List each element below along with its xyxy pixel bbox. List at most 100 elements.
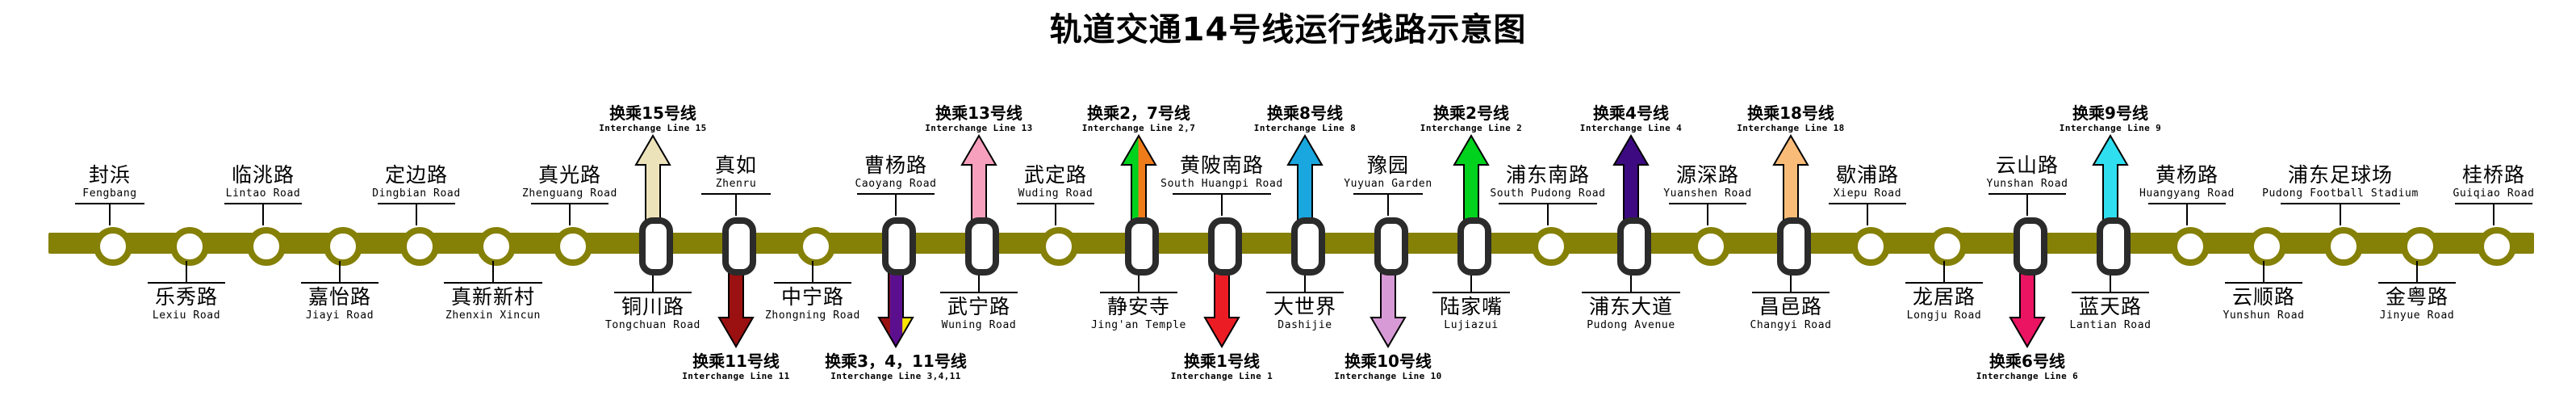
interchange-station-marker[interactable] <box>639 217 673 276</box>
station-leader-line <box>1470 271 1472 292</box>
station-name-en: Dingbian Road <box>372 187 461 200</box>
interchange-note-en: Interchange Line 8 <box>1253 123 1357 134</box>
station-marker[interactable] <box>797 227 835 266</box>
interchange-station-marker[interactable] <box>2014 217 2047 276</box>
interchange-station-marker[interactable] <box>882 217 916 276</box>
station-name-en: Changyi Road <box>1750 319 1832 332</box>
interchange-note-cn: 换乘4号线 <box>1593 103 1669 124</box>
station-marker[interactable] <box>400 227 439 266</box>
station-name-en: Lintao Road <box>225 187 301 200</box>
interchange-station-marker[interactable] <box>2097 217 2131 276</box>
interchange-station-marker[interactable] <box>1125 217 1159 276</box>
interchange-note-cn: 换乘15号线 <box>609 103 696 124</box>
interchange-note-en: Interchange Line 6 <box>1976 371 2079 381</box>
station-name-en: Lujiazui <box>1444 319 1499 332</box>
station-name-en: Xiepu Road <box>1833 187 1902 200</box>
station-name-rule <box>614 292 692 293</box>
station-marker[interactable] <box>170 227 209 266</box>
station-marker[interactable] <box>554 227 592 266</box>
station-name-cn: 乐秀路 <box>154 285 218 309</box>
station-leader-line <box>1387 195 1389 216</box>
station-leader-line <box>812 261 813 282</box>
station-name-rule <box>1173 193 1271 195</box>
interchange-note-cn: 换乘13号线 <box>935 103 1022 124</box>
interchange-station-marker[interactable] <box>1291 217 1325 276</box>
interchange-station-marker[interactable] <box>1374 217 1408 276</box>
station-leader-line <box>262 204 264 225</box>
station-name-cn: 昌邑路 <box>1758 295 1822 318</box>
station-name-cn: 龙居路 <box>1912 285 1976 309</box>
station-name-en: Huangyang Road <box>2139 187 2235 200</box>
station-name-cn: 云山路 <box>1995 154 2059 178</box>
station-leader-line <box>1547 204 1549 225</box>
station-marker[interactable] <box>2478 227 2516 266</box>
interchange-station-marker[interactable] <box>1777 217 1811 276</box>
station-marker[interactable] <box>1039 227 1078 266</box>
station-leader-line <box>2416 261 2418 282</box>
station-marker[interactable] <box>247 227 286 266</box>
interchange-station-marker[interactable] <box>1617 217 1651 276</box>
interchange-station-marker[interactable] <box>1457 217 1491 276</box>
station-marker[interactable] <box>1851 227 1890 266</box>
station-name-en: Wuning Road <box>941 319 1017 332</box>
station-leader-line <box>2026 195 2028 216</box>
station-name-cn: 曹杨路 <box>864 154 927 178</box>
station-marker[interactable] <box>1532 227 1570 266</box>
station-marker[interactable] <box>2171 227 2210 266</box>
station-name-en: Yunshan Road <box>1986 178 2068 191</box>
station-name-en: Pudong Football Stadium <box>2262 187 2419 200</box>
station-marker[interactable] <box>2401 227 2440 266</box>
interchange-station-marker[interactable] <box>1208 217 1242 276</box>
station-name-en: Caoyang Road <box>855 178 937 191</box>
station-name-cn: 浦东南路 <box>1505 163 1590 187</box>
interchange-station-marker[interactable] <box>722 217 756 276</box>
interchange-station-marker[interactable] <box>965 217 999 276</box>
station-leader-line <box>1943 261 1945 282</box>
station-name-en: Fengbang <box>82 187 137 200</box>
station-marker[interactable] <box>1928 227 1967 266</box>
station-name-en: Yuyuan Garden <box>1344 178 1432 191</box>
page-title: 轨道交通14号线运行线路示意图 <box>1049 11 1527 48</box>
interchange-note-cn: 换乘6号线 <box>1989 351 2065 371</box>
station-name-rule <box>301 282 378 284</box>
station-name-cn: 金粤路 <box>2385 285 2448 309</box>
interchange-note-en: Interchange Line 11 <box>682 371 790 381</box>
station-leader-line <box>1867 204 1868 225</box>
station-marker[interactable] <box>477 227 516 266</box>
station-name-en: Zhenguang Road <box>522 187 617 200</box>
station-name-cn: 大世界 <box>1273 295 1336 318</box>
interchange-note-en: Interchange Line 13 <box>925 123 1033 134</box>
station-name-rule <box>2281 203 2400 204</box>
station-marker[interactable] <box>324 227 362 266</box>
station-marker[interactable] <box>1692 227 1730 266</box>
interchange-note-cn: 换乘9号线 <box>2072 103 2148 124</box>
station-name-cn: 源深路 <box>1675 163 1739 187</box>
interchange-note-en: Interchange Line 15 <box>599 123 707 134</box>
station-name-en: Jing'an Temple <box>1091 319 1186 332</box>
station-name-cn: 黄陂南路 <box>1179 154 1264 178</box>
station-marker[interactable] <box>2248 227 2286 266</box>
station-marker[interactable] <box>94 227 132 266</box>
station-name-cn: 临洮路 <box>231 163 295 187</box>
station-name-rule <box>1432 292 1510 293</box>
interchange-note-en: Interchange Line 9 <box>2059 123 2162 134</box>
station-marker[interactable] <box>2324 227 2363 266</box>
